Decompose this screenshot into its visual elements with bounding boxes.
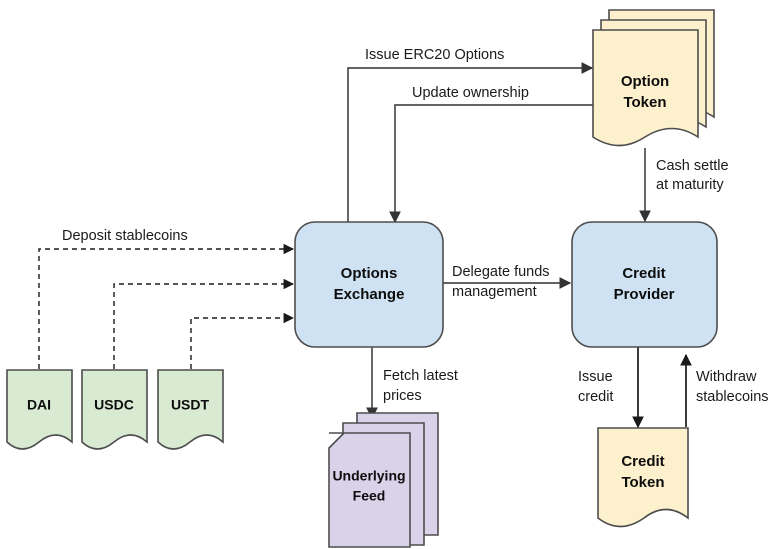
option-token-label-line1: Option — [621, 73, 669, 90]
edge-label-fetch-line1: Fetch latest — [383, 368, 458, 384]
usdc-shape — [81, 369, 148, 450]
usdt-shape — [157, 369, 224, 450]
credit-provider-label-line2: Provider — [614, 286, 675, 303]
credit-provider-box — [571, 221, 718, 348]
credit-token-label-line2: Token — [621, 474, 664, 491]
edge-issue-erc20-options: Issue ERC20 Options — [347, 47, 594, 222]
credit-provider-label-line1: Credit — [622, 265, 665, 282]
edge-label-update-ownership: Update ownership — [412, 85, 529, 101]
node-usdt[interactable]: USDT — [157, 369, 224, 450]
edge-label-issue-credit-line2: credit — [578, 389, 613, 405]
options-exchange-box — [294, 221, 444, 348]
edge-issue-credit: Issue credit — [578, 347, 644, 429]
edge-label-withdraw-line2: stablecoins — [696, 389, 768, 405]
edge-cash-settle-at-maturity: Cash settle at maturity — [639, 148, 729, 223]
edge-update-ownership: Update ownership — [389, 85, 594, 224]
underlying-feed-label-line2: Feed — [353, 488, 386, 504]
edge-label-issue-erc20-options: Issue ERC20 Options — [365, 47, 504, 63]
dai-shape — [6, 369, 73, 450]
edge-label-delegate-line1: Delegate funds — [452, 264, 550, 280]
node-dai[interactable]: DAI — [6, 369, 73, 450]
node-credit-provider[interactable]: Credit Provider — [571, 221, 718, 348]
node-options-exchange[interactable]: Options Exchange — [294, 221, 444, 348]
usdt-label: USDT — [171, 397, 210, 413]
usdc-label: USDC — [94, 397, 134, 413]
node-credit-token[interactable]: Credit Token — [597, 427, 689, 528]
edge-fetch-latest-prices: Fetch latest prices — [366, 347, 458, 420]
node-underlying-feed[interactable]: Underlying Feed — [328, 412, 439, 548]
edge-label-cash-settle-line1: Cash settle — [656, 158, 729, 174]
edge-label-fetch-line2: prices — [383, 388, 422, 404]
edge-label-issue-credit-line1: Issue — [578, 369, 613, 385]
credit-token-label-line1: Credit — [621, 453, 664, 470]
edge-label-cash-settle-line2: at maturity — [656, 177, 724, 193]
edge-delegate-funds-management: Delegate funds management — [443, 264, 572, 300]
node-option-token[interactable]: Option Token — [592, 9, 715, 147]
credit-token-shape — [597, 427, 689, 528]
node-usdc[interactable]: USDC — [81, 369, 148, 450]
option-token-layer-front — [592, 29, 699, 147]
edge-label-delegate-line2: management — [452, 284, 537, 300]
options-exchange-label-line2: Exchange — [334, 286, 405, 303]
edge-withdraw-stablecoins: Withdraw stablecoins — [680, 353, 768, 427]
edge-label-deposit-stablecoins: Deposit stablecoins — [62, 228, 188, 244]
option-token-label-line2: Token — [623, 94, 666, 111]
options-exchange-label-line1: Options — [341, 265, 398, 282]
dai-label: DAI — [27, 397, 51, 413]
edge-deposit-stablecoins: Deposit stablecoins — [38, 228, 295, 369]
underlying-feed-layer-front — [328, 432, 411, 548]
underlying-feed-label-line1: Underlying — [332, 468, 405, 484]
edge-label-withdraw-line1: Withdraw — [696, 369, 757, 385]
